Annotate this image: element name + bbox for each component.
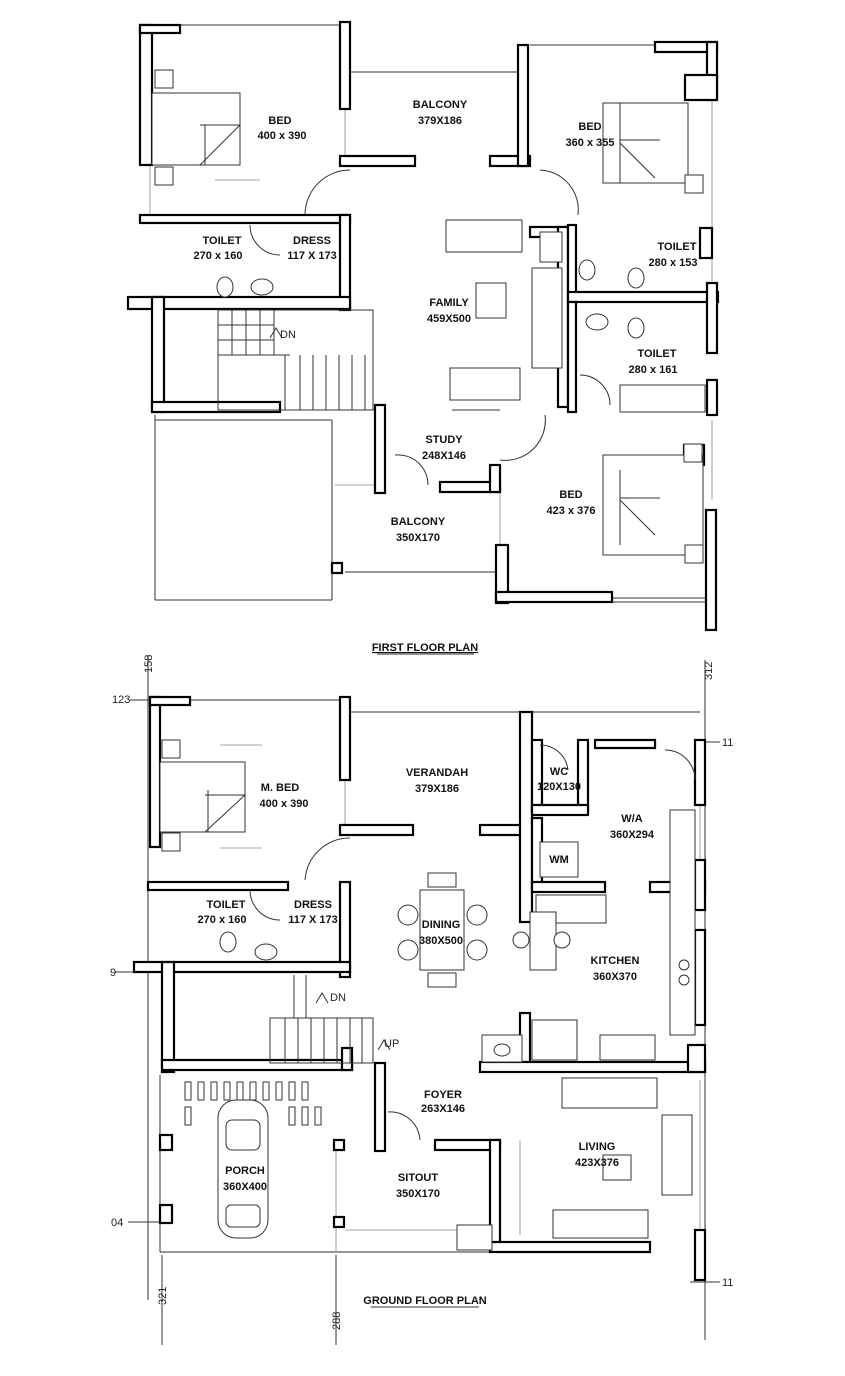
gf-stair-up: UP <box>384 1038 399 1050</box>
ff-balcony-n-dim: 379X186 <box>418 115 462 127</box>
gf-dim-top-left: 123 <box>112 694 130 706</box>
ff-bed-nw-name: BED <box>268 115 291 127</box>
gf-dim-right-top: 11 <box>722 737 733 749</box>
ff-doors <box>249 169 611 486</box>
gf-mbed-dim: 400 x 390 <box>260 798 309 810</box>
ff-bed-nw <box>151 69 260 186</box>
gf-kitchen-name: KITCHEN <box>591 955 640 967</box>
gf-mbed-furniture <box>159 739 262 852</box>
ff-bed-se-name: BED <box>559 489 582 501</box>
gf-stair-dn: DN <box>330 992 346 1004</box>
ff-family-furniture <box>445 219 563 411</box>
gf-dim-left-bottom: 04 <box>111 1217 123 1229</box>
ff-bed-se-dim: 423 x 376 <box>547 505 596 517</box>
gf-living-furniture <box>456 1077 693 1251</box>
ff-bed-ne-name: BED <box>578 121 601 133</box>
ff-dress-dim: 117 X 173 <box>287 250 337 262</box>
gf-wa-name: W/A <box>621 813 642 825</box>
gf-mbed-name: M. BED <box>261 782 300 794</box>
ff-balcony-s-name: BALCONY <box>391 516 446 528</box>
ff-bed-ne-dim: 360 x 355 <box>566 137 615 149</box>
gf-wc-dim: 120X130 <box>537 781 581 793</box>
ff-dress-name: DRESS <box>293 235 331 247</box>
gf-wm-name: WM <box>549 854 569 866</box>
ff-family-name: FAMILY <box>429 297 469 309</box>
ff-toilet-e1-name: TOILET <box>658 241 697 253</box>
gf-porch-name: PORCH <box>225 1165 265 1177</box>
ff-balcony-s-dim: 350X170 <box>396 532 440 544</box>
ff-balcony-n-name: BALCONY <box>413 99 468 111</box>
ff-toilet-e2-dim: 280 x 161 <box>629 364 678 376</box>
gf-wc-name: WC <box>550 766 568 778</box>
gf-dim-bottom-left-vertical: 321 <box>157 1287 169 1305</box>
gf-kitchen-fixtures <box>481 809 696 1063</box>
gf-dining-dim: 380X500 <box>419 935 463 947</box>
gf-porch-car <box>184 1081 322 1239</box>
gf-dining-name: DINING <box>422 919 461 931</box>
ff-plan-title: FIRST FLOOR PLAN <box>372 642 478 654</box>
ff-bed-nw-dim: 400 x 390 <box>258 130 307 142</box>
first-floor-plan: BED 400 x 390 BALCONY 379X186 BED 360 x … <box>126 20 720 655</box>
gf-dress-name: DRESS <box>294 899 332 911</box>
ff-toilet-e2-name: TOILET <box>638 348 677 360</box>
ff-bed-ne <box>602 102 704 194</box>
ff-labels: BED 400 x 390 BALCONY 379X186 BED 360 x … <box>194 99 698 655</box>
ff-family-dim: 459X500 <box>427 313 471 325</box>
gf-dress-dim: 117 X 173 <box>288 914 338 926</box>
gf-plan-title: GROUND FLOOR PLAN <box>363 1295 486 1307</box>
gf-porch-dim: 360X400 <box>223 1181 267 1193</box>
ff-toilet-e1-dim: 280 x 153 <box>649 257 698 269</box>
gf-sitout-name: SITOUT <box>398 1172 438 1184</box>
gf-dim-top-right-vertical: 312 <box>703 662 715 680</box>
gf-staircase <box>269 975 391 1064</box>
gf-wa-dim: 360X294 <box>610 829 655 841</box>
gf-dining-table <box>397 872 488 988</box>
gf-sitout-dim: 350X170 <box>396 1188 440 1200</box>
ff-study-name: STUDY <box>425 434 463 446</box>
gf-walls <box>132 695 707 1282</box>
gf-labels: M. BED 400 x 390 VERANDAH 379X186 WC 120… <box>110 655 733 1330</box>
gf-living-dim: 423X376 <box>575 1157 619 1169</box>
gf-foyer-name: FOYER <box>424 1089 462 1101</box>
gf-dim-bottom-mid-vertical: 288 <box>331 1312 343 1330</box>
gf-verandah-name: VERANDAH <box>406 767 468 779</box>
ground-floor-plan: M. BED 400 x 390 VERANDAH 379X186 WC 120… <box>110 655 733 1345</box>
ff-toilet-w-dim: 270 x 160 <box>194 250 243 262</box>
gf-foyer-dim: 263X146 <box>421 1103 465 1115</box>
gf-kitchen-dim: 360X370 <box>593 971 637 983</box>
gf-toilet-fixtures <box>219 931 278 961</box>
gf-dim-left-mid: 9 <box>110 967 116 979</box>
gf-doors <box>249 744 696 1141</box>
gf-toilet-name: TOILET <box>207 899 246 911</box>
gf-living-name: LIVING <box>579 1141 616 1153</box>
ff-study-dim: 248X146 <box>422 450 466 462</box>
ff-bed-se <box>602 443 704 564</box>
ff-staircase <box>217 309 374 411</box>
gf-verandah-dim: 379X186 <box>415 783 459 795</box>
gf-dim-right-bottom: 11 <box>722 1277 733 1289</box>
ff-stair-dn: DN <box>280 329 296 341</box>
gf-toilet-dim: 270 x 160 <box>198 914 247 926</box>
gf-dim-top-left-vertical: 158 <box>143 655 155 673</box>
ff-toilet-fixtures <box>216 259 706 413</box>
ff-toilet-w-name: TOILET <box>203 235 242 247</box>
